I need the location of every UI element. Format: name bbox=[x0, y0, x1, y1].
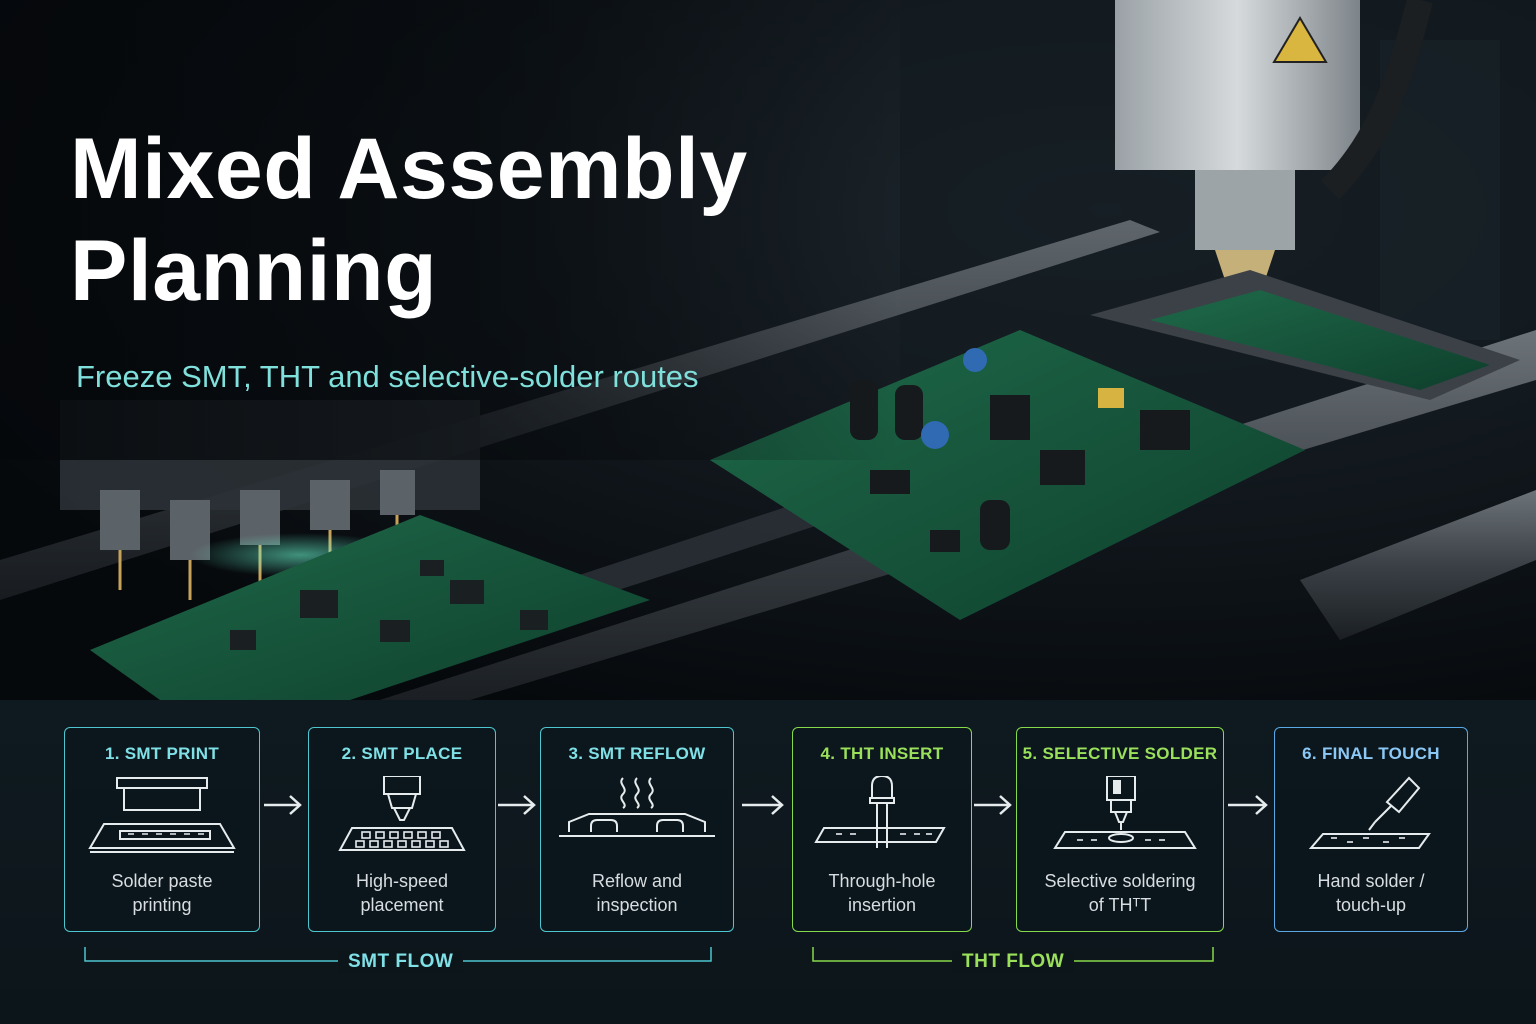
hero-photo bbox=[0, 0, 1536, 700]
nozzle-place-icon bbox=[338, 776, 466, 851]
step-description-line-1: Reflow and bbox=[591, 871, 683, 891]
step-description-line-1: Solder paste bbox=[111, 871, 213, 891]
reflow-oven-icon bbox=[559, 777, 715, 837]
step-title: 6. FINAL TOUCH bbox=[1302, 744, 1440, 763]
selective-solder-nozzle-icon bbox=[1053, 776, 1197, 849]
step-description: Hand solder / touch-up bbox=[1281, 869, 1461, 917]
step-description: Reflow and inspection bbox=[547, 869, 727, 917]
step-description-line-1: Through-hole bbox=[828, 871, 936, 891]
smt-flow-group: SMT FLOW bbox=[84, 947, 712, 977]
step-card-final-touch: 6. FINAL TOUCH Hand solder / touch-up bbox=[1274, 727, 1468, 932]
arrow-right-icon bbox=[974, 795, 1012, 815]
step-description-line-1: Hand solder / bbox=[1317, 871, 1425, 891]
step-description-line-2: printing bbox=[132, 895, 192, 915]
step-card-smt-place: 2. SMT PLACE High-speed placement bbox=[308, 727, 496, 932]
step-description-line-1: Selective soldering bbox=[1044, 871, 1196, 891]
step-title: 5. SELECTIVE SOLDER bbox=[1022, 744, 1218, 763]
title-backdrop bbox=[0, 0, 900, 460]
step-description-line-2: inspection bbox=[596, 895, 678, 915]
step-description: Through-hole insertion bbox=[799, 869, 965, 917]
smt-flow-label: SMT FLOW bbox=[338, 951, 464, 973]
step-card-selective-solder: 5. SELECTIVE SOLDER Selective soldering … bbox=[1016, 727, 1224, 932]
step-description-line-2: insertion bbox=[847, 895, 917, 915]
step-description: Solder paste printing bbox=[71, 869, 253, 917]
step-description-line-2: placement bbox=[360, 895, 444, 915]
step-title: 4. THT INSERT bbox=[820, 744, 944, 763]
title-line-1: Mixed Assembly bbox=[70, 121, 748, 217]
soldering-iron-icon bbox=[1308, 776, 1431, 849]
step-description-line-1: High-speed bbox=[355, 871, 449, 891]
tht-flow-group: THT FLOW bbox=[812, 947, 1214, 977]
step-description: Selective soldering of THᵀT bbox=[1023, 869, 1217, 917]
step-description-line-2: touch-up bbox=[1335, 895, 1407, 915]
arrow-right-icon bbox=[498, 795, 536, 815]
title-line-2: Planning bbox=[70, 223, 438, 319]
step-card-smt-reflow: 3. SMT REFLOW Reflow and inspection bbox=[540, 727, 734, 932]
step-title: 3. SMT REFLOW bbox=[568, 744, 706, 763]
stencil-print-icon bbox=[88, 777, 236, 853]
arrow-right-icon bbox=[742, 795, 784, 815]
page-title: Mixed Assembly Planning bbox=[70, 118, 748, 322]
arrow-right-icon bbox=[1228, 795, 1268, 815]
step-title: 2. SMT PLACE bbox=[341, 744, 463, 763]
arrow-right-icon bbox=[264, 795, 302, 815]
page-subtitle: Freeze SMT, THT and selective-solder rou… bbox=[76, 359, 699, 394]
step-card-smt-print: 1. SMT PRINT Solder paste printing bbox=[64, 727, 260, 932]
step-card-tht-insert: 4. THT INSERT Through-hole insertion bbox=[792, 727, 972, 932]
step-description: High-speed placement bbox=[315, 869, 489, 917]
tht-flow-label: THT FLOW bbox=[952, 951, 1075, 973]
step-title: 1. SMT PRINT bbox=[104, 744, 220, 763]
through-hole-led-icon bbox=[814, 776, 946, 848]
step-description-line-2: of THᵀT bbox=[1088, 895, 1152, 915]
